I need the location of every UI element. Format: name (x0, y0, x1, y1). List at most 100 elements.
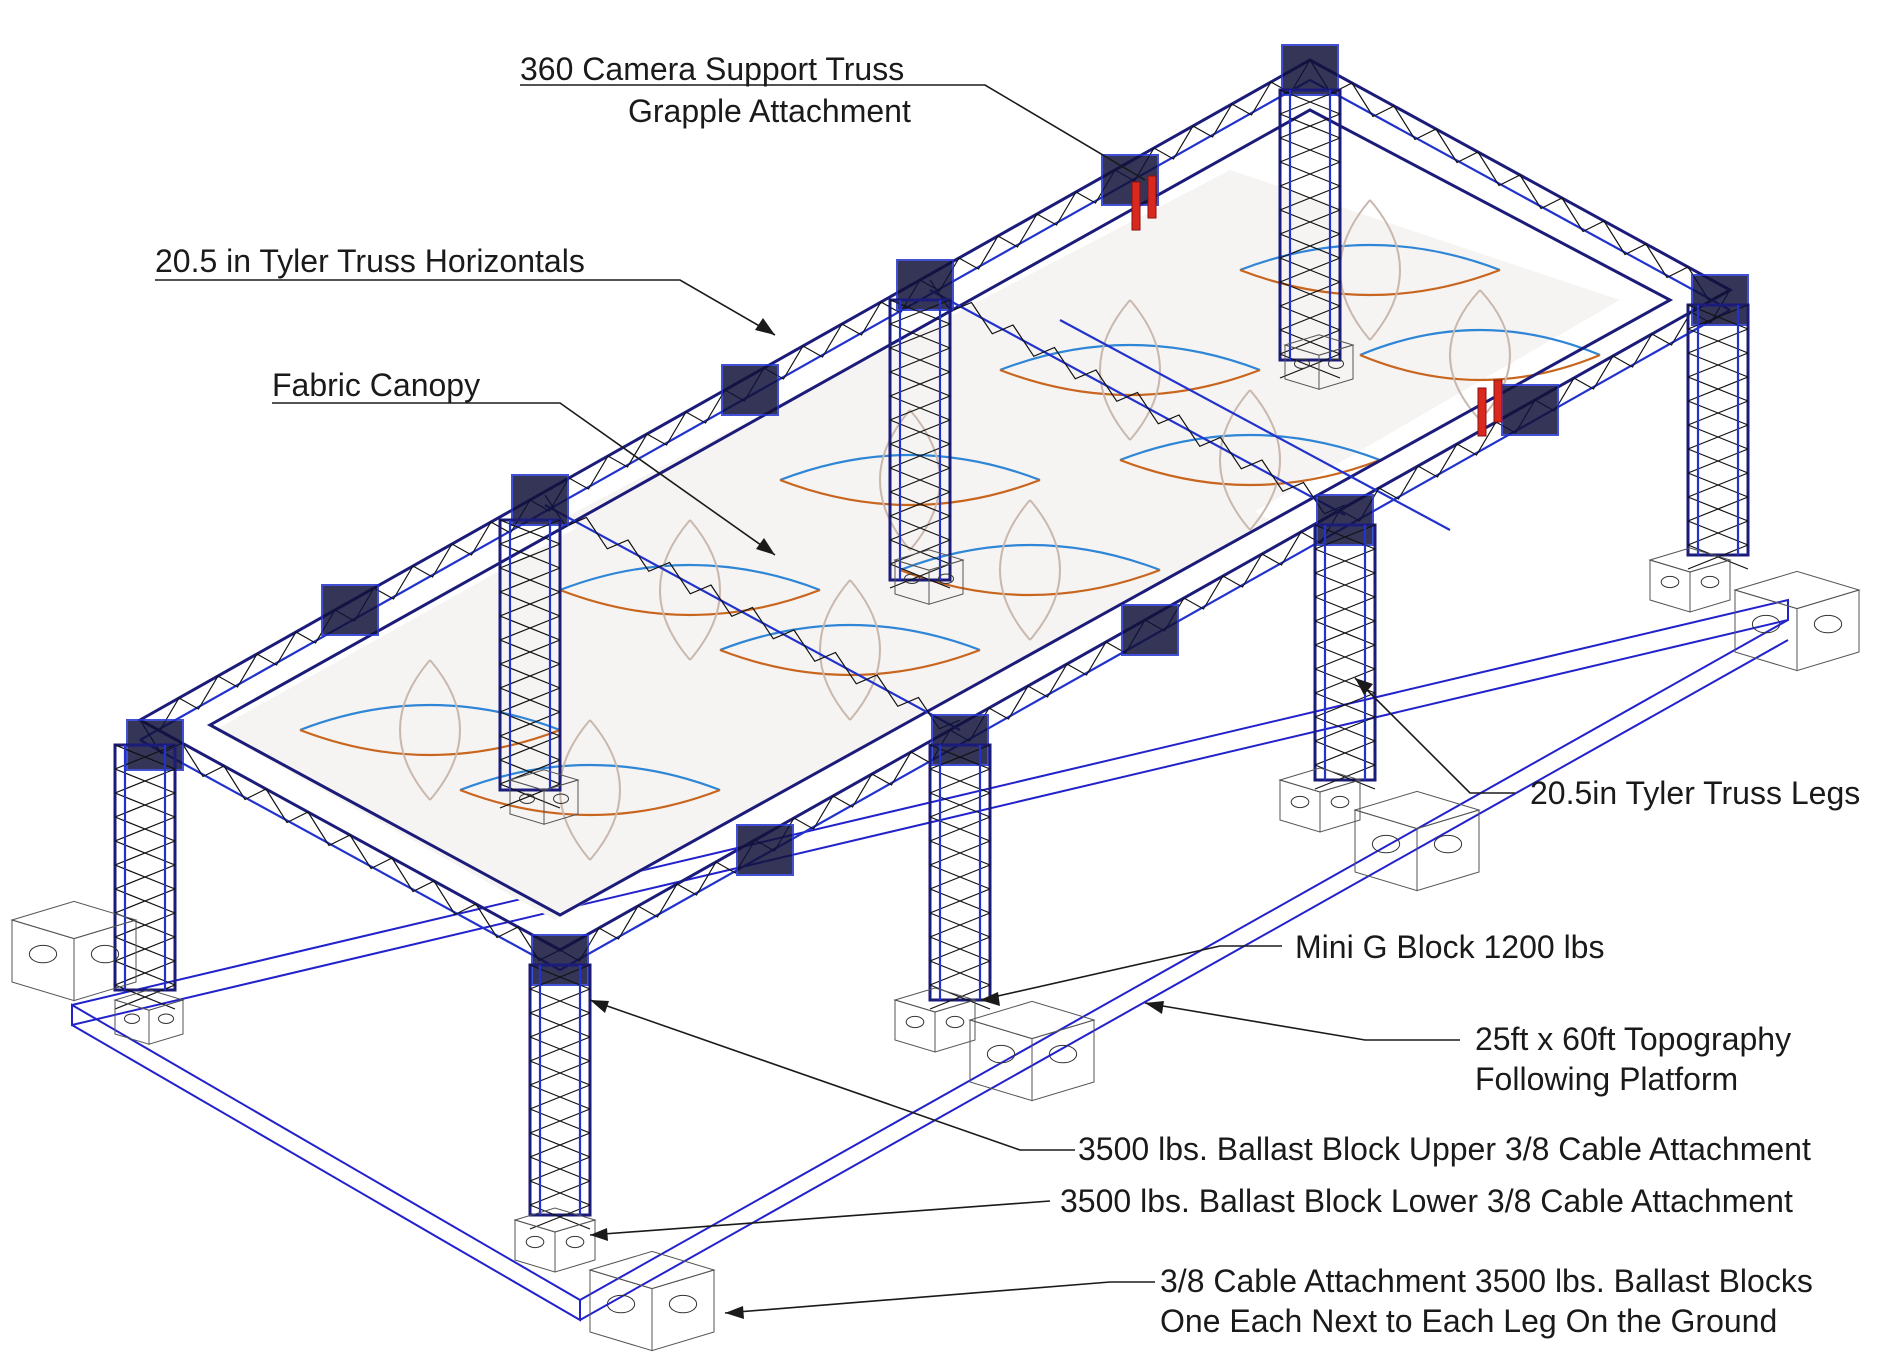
canopy-seam-orange (1119, 458, 1381, 487)
label-truss-legs: 20.5in Tyler Truss Legs (1530, 775, 1860, 811)
truss-legs (113, 88, 1750, 1230)
fabric-canopy (215, 170, 1620, 920)
leg-outline (1686, 303, 1750, 557)
canopy-seam-blue (779, 453, 1041, 482)
block-lug (905, 1015, 925, 1029)
mini-g-block (1283, 334, 1355, 390)
ballast-block-ground (10, 900, 138, 1002)
truss-leg (928, 743, 992, 1010)
block-lug (668, 1294, 698, 1314)
canopy-seam-blue (559, 563, 821, 592)
block-side-left (589, 1269, 653, 1352)
ballast-blocks (10, 334, 1861, 1352)
truss-node (736, 824, 794, 876)
block-lug (606, 1294, 636, 1314)
block-lug (1433, 834, 1463, 854)
mini-g-block (113, 989, 185, 1045)
truss-node (321, 584, 379, 636)
block-side-left (1279, 779, 1321, 833)
leader-lines (155, 84, 1515, 1319)
block-lug (565, 1235, 585, 1249)
leg-bracing (1279, 89, 1341, 379)
block-lug (1751, 614, 1781, 634)
canopy-seam-tan (879, 409, 911, 551)
leg-outline (1278, 88, 1342, 362)
canopy-seam-tan (1479, 289, 1511, 421)
canopy-seam-tan (689, 519, 721, 661)
canopy-seam-orange (1239, 268, 1501, 297)
ballast-block-leg (1278, 767, 1362, 833)
truss-node (1121, 604, 1179, 656)
block-side-right (928, 559, 964, 605)
block-lug (519, 793, 535, 804)
canopy-seam-orange (459, 788, 721, 817)
leg-outline (528, 963, 592, 1217)
block-top (1353, 790, 1481, 830)
leg-bracing (1687, 304, 1749, 570)
canopy-seam-tan (819, 579, 851, 721)
label-ground-line2: One Each Next to Each Leg On the Ground (1160, 1303, 1777, 1339)
block-lug (1294, 358, 1310, 369)
canopy-seam-orange (1359, 353, 1601, 382)
grapple-attachment-2 (1147, 175, 1157, 219)
label-fabric-canopy: Fabric Canopy (272, 367, 480, 403)
truss-leg (1686, 303, 1750, 570)
truss-node (511, 474, 569, 526)
label-grapple-attachment: Grapple Attachment (628, 93, 911, 129)
block-lug (1700, 575, 1720, 589)
canopy-seam-tan (1249, 389, 1281, 531)
label-ballast-upper: 3500 lbs. Ballast Block Upper 3/8 Cable … (1078, 1131, 1811, 1167)
leg-outline (113, 743, 177, 992)
truss-leg (1278, 88, 1342, 379)
leg-outline (498, 518, 562, 792)
grapple-attachment-4 (1493, 379, 1503, 423)
truss-web (139, 719, 561, 962)
ballast-block-ground (1733, 570, 1861, 672)
block-side-right (148, 999, 184, 1045)
block-side-right (1796, 589, 1860, 672)
block-lug (1330, 795, 1350, 809)
leg-outline (928, 743, 992, 1002)
truss-leg (113, 743, 177, 1010)
truss-node (1501, 384, 1559, 436)
canopy-seam-orange (559, 588, 821, 617)
truss-leg (498, 518, 562, 809)
block-top (513, 1207, 597, 1233)
block-lug (1813, 614, 1843, 634)
truss-node (896, 259, 954, 311)
leg-outline (1313, 523, 1377, 782)
block-lug (945, 1015, 965, 1029)
label-camera-truss: 360 Camera Support Truss (520, 51, 904, 87)
block-side-right (554, 1219, 596, 1273)
block-side-left (11, 919, 75, 1002)
canopy-seam-tan (659, 519, 691, 661)
canopy-seam-blue (1119, 433, 1381, 462)
ballast-block-leg (893, 987, 977, 1053)
canopy-seam-tan (1449, 289, 1481, 421)
canopy-seam-orange (779, 478, 1041, 507)
block-side-right (934, 999, 976, 1053)
block-side-left (514, 1219, 556, 1273)
canopy-seam-tan (1219, 389, 1251, 531)
canopy-seam-tan (849, 579, 881, 721)
grapple-attachment-1 (1131, 181, 1141, 231)
block-lug (1048, 1044, 1078, 1064)
truss-node (721, 364, 779, 416)
block-lug (124, 1013, 140, 1024)
block-side-left (969, 1019, 1033, 1102)
block-side-right (1319, 779, 1361, 833)
block-side-right (1318, 344, 1354, 390)
label-platform-line1: 25ft x 60ft Topography (1475, 1021, 1791, 1057)
canopy-seam-blue (999, 343, 1261, 372)
leg-bracing (499, 519, 561, 809)
label-truss-horizontals: 20.5 in Tyler Truss Horizontals (155, 243, 585, 279)
block-lug (28, 944, 58, 964)
ballast-block-ground (1353, 790, 1481, 892)
canopy-seam-tan (999, 499, 1031, 641)
canopy-seam-tan (1129, 299, 1161, 441)
canopy-seam-tan (1369, 199, 1401, 341)
block-top (10, 900, 138, 940)
canopy-seam-tan (1029, 499, 1061, 641)
leg-bracing (929, 744, 991, 1010)
